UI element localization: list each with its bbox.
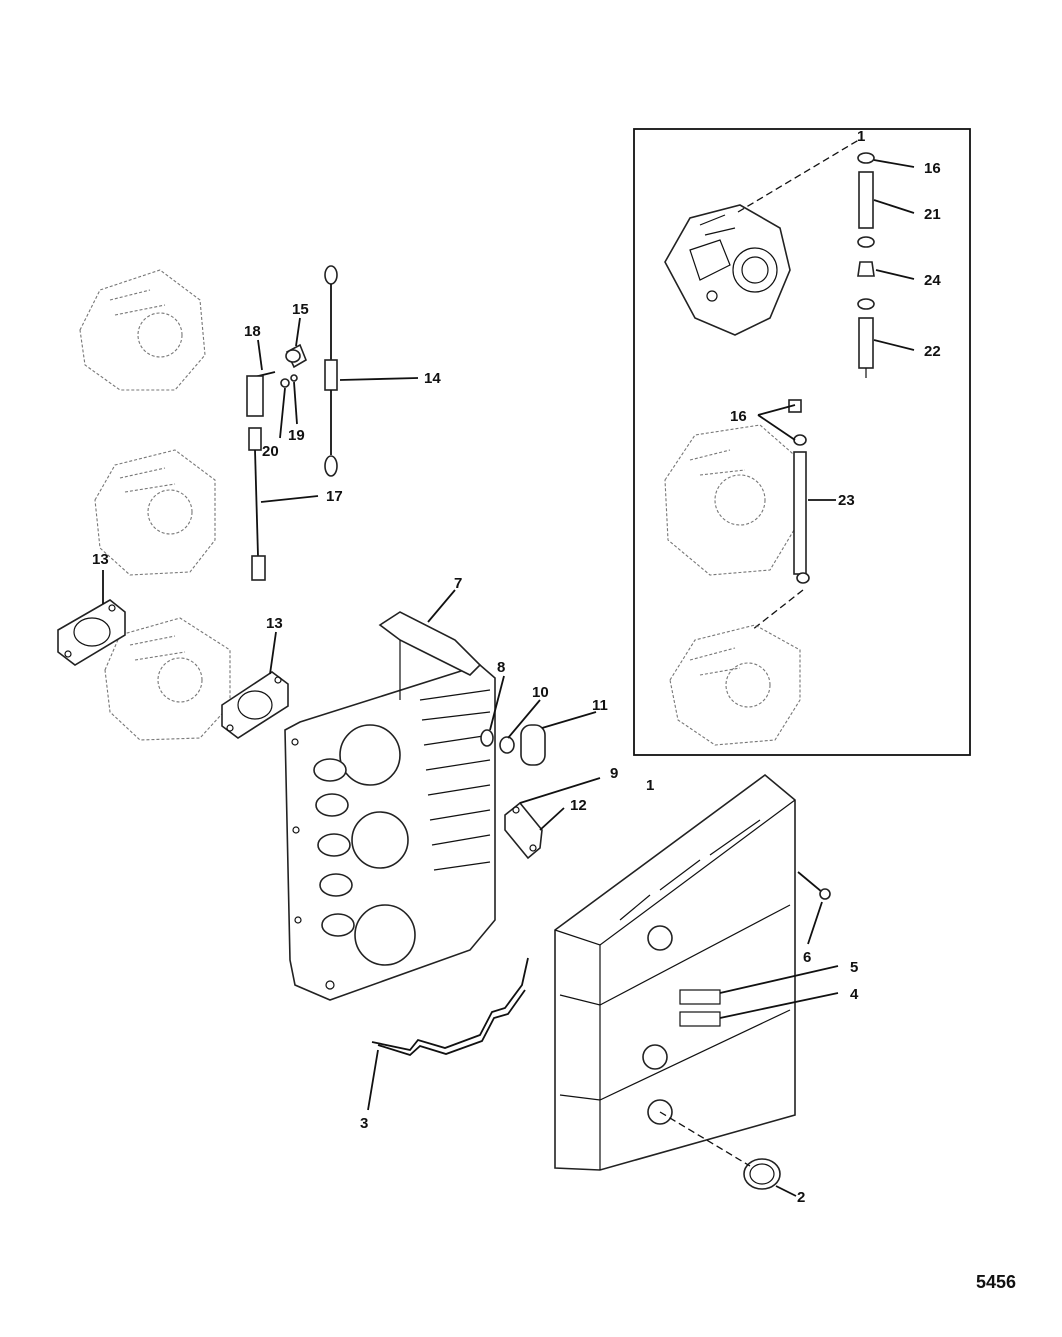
link-rod-17 <box>248 427 266 581</box>
callout-22: 22 <box>924 343 941 360</box>
gasket-13-middle <box>221 671 289 739</box>
detail-inset-box <box>633 128 971 756</box>
cover-plate-12 <box>504 801 543 860</box>
callout-2: 2 <box>797 1189 805 1206</box>
callout-17: 17 <box>326 488 343 505</box>
carburetor-ghost-top-left <box>79 269 206 391</box>
callout-16-inset: 16 <box>730 408 747 425</box>
callout-12: 12 <box>570 797 587 814</box>
intake-manifold-7 <box>284 611 496 1001</box>
callout-9: 9 <box>610 765 618 782</box>
carburetor-ghost-bottom-left <box>104 617 231 741</box>
callout-13-left: 13 <box>92 551 109 568</box>
plug-parts-8-10-11 <box>480 724 546 766</box>
fuel-hose-23 <box>788 399 810 584</box>
callout-1-lower: 1 <box>646 777 654 794</box>
callout-8: 8 <box>497 659 505 676</box>
carburetor-inset-middle <box>664 424 801 576</box>
callout-18: 18 <box>244 323 261 340</box>
callout-7: 7 <box>454 575 462 592</box>
callout-16-top: 16 <box>924 160 941 177</box>
figure-number: 5456 <box>976 1272 1016 1292</box>
screw-6 <box>797 871 831 900</box>
fuel-line-3 <box>371 957 529 1051</box>
carburetor-ghost-middle-left <box>94 449 216 576</box>
link-rod-14 <box>324 265 338 477</box>
callout-21: 21 <box>924 206 941 223</box>
carburetor-inset-top <box>664 204 791 336</box>
callout-19: 19 <box>288 427 305 444</box>
carburetor-inset-bottom <box>669 624 801 746</box>
callout-11: 11 <box>592 697 608 714</box>
attenuator-cover <box>554 773 796 1171</box>
plug-2 <box>743 1158 781 1190</box>
callout-6: 6 <box>803 949 811 966</box>
callout-5: 5 <box>850 959 858 976</box>
callout-10: 10 <box>532 684 549 701</box>
fuel-hose-fitting-stack <box>857 152 875 378</box>
callout-4: 4 <box>850 986 859 1003</box>
callout-24: 24 <box>924 272 941 289</box>
callout-3: 3 <box>360 1115 368 1132</box>
callout-1-inset: 1 <box>857 128 865 145</box>
leader-1-inset <box>737 137 863 213</box>
gasket-13-left <box>57 599 126 666</box>
callout-13-middle: 13 <box>266 615 283 632</box>
callout-14: 14 <box>424 370 441 387</box>
callout-23: 23 <box>838 492 855 509</box>
callout-15: 15 <box>292 301 309 318</box>
callout-20: 20 <box>262 443 279 460</box>
link-parts-15-18-19-20 <box>246 343 307 417</box>
